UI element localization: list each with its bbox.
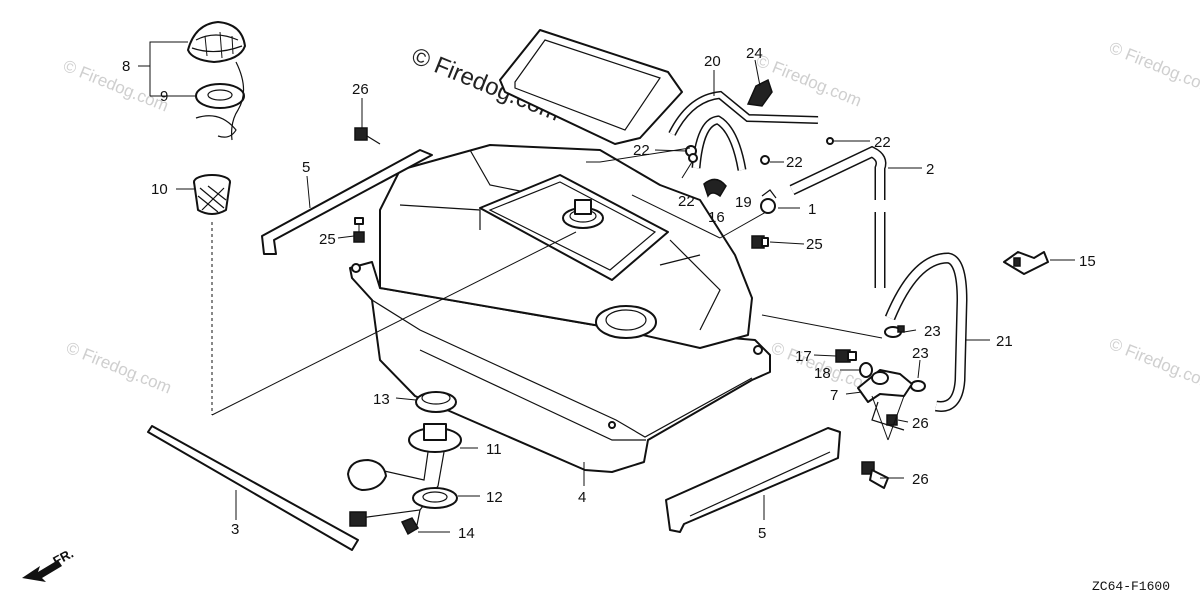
o-ring-18: [859, 362, 873, 378]
callout-5-lower: 5: [758, 525, 766, 542]
callout-14: 14: [458, 525, 475, 542]
watermark-faint: © Firedog.com: [754, 51, 865, 110]
callout-1: 1: [808, 201, 816, 218]
callout-24: 24: [746, 45, 763, 62]
callout-17: 17: [795, 348, 812, 365]
bolt-26-top: [354, 127, 381, 145]
bolt-25-right: [751, 235, 769, 249]
callout-7: 7: [830, 387, 838, 404]
tank-strip: [147, 425, 359, 551]
callout-23-b: 23: [912, 345, 929, 362]
callout-12: 12: [486, 489, 503, 506]
callout-11: 11: [486, 441, 502, 458]
fuel-tank: [349, 144, 771, 473]
watermark-faint: © Firedog.com: [64, 338, 175, 397]
clamps-22: [685, 137, 834, 165]
tank-vent-leader: [631, 194, 721, 239]
clip-24: [746, 78, 773, 107]
watermark-faint: © Firedog.com: [1107, 38, 1200, 97]
fuel-cock-leader: [871, 395, 889, 441]
holder-16: [703, 178, 727, 198]
fuel-tube-2: [789, 145, 887, 288]
callout-20: 20: [704, 53, 721, 70]
front-direction-arrow: FR.: [22, 546, 76, 582]
callout-19: 19: [735, 194, 752, 211]
callout-22-a: 22: [633, 142, 650, 159]
bolt-25-left: [353, 217, 365, 243]
clamp-1: [760, 189, 777, 214]
clip-15: [1003, 251, 1049, 275]
tank-band-lower: [665, 427, 841, 533]
callout-8: 8: [122, 58, 130, 75]
callout-22-d: 22: [874, 134, 891, 151]
breather-tube-20: [668, 90, 819, 136]
callout-16: 16: [708, 209, 725, 226]
joint-17: [835, 349, 857, 363]
packing-frame: [499, 29, 683, 145]
callout-3: 3: [231, 521, 239, 538]
bolt-26-bottom: [861, 461, 889, 489]
callout-21: 21: [996, 333, 1013, 350]
clamps-23: [884, 325, 926, 392]
watermark-faint: © Firedog.com: [61, 56, 172, 115]
vent-leader: [586, 147, 691, 163]
cap-gasket: [195, 61, 245, 141]
callout-26-lower: 26: [912, 415, 929, 432]
callout-15: 15: [1079, 253, 1096, 270]
filler-cap: [187, 21, 246, 63]
callout-25-left: 25: [319, 231, 336, 248]
callout-13: 13: [373, 391, 390, 408]
fuel-tube-21: [884, 252, 968, 412]
callout-labels: 8 9 10 5 25 26 24 20 22 22 22 22 16 19 1…: [122, 45, 1096, 542]
watermark-faint: © Firedog.com: [1107, 334, 1200, 393]
gauge-cap-13: [415, 391, 457, 413]
callout-23-a: 23: [924, 323, 941, 340]
bolt-26-lower: [886, 414, 898, 426]
fuel-cock-leader: [887, 395, 905, 441]
diagram-code: ZC64-F1600: [1092, 579, 1170, 594]
callout-5-upper: 5: [302, 159, 310, 176]
callout-leaders: [138, 41, 1075, 533]
callout-22-b: 22: [678, 193, 695, 210]
tank-outlet-leader: [761, 314, 883, 339]
callout-22-c: 22: [786, 154, 803, 171]
clip-14: [400, 517, 420, 536]
callout-2: 2: [926, 161, 934, 178]
gasket-12: [412, 487, 458, 509]
callout-9: 9: [160, 88, 168, 105]
breather-tube-19: [691, 115, 747, 171]
callout-25-right: 25: [806, 236, 823, 253]
tank-band-upper: [261, 149, 433, 255]
callout-18: 18: [814, 365, 831, 382]
callout-26-bottom: 26: [912, 471, 929, 488]
callout-4: 4: [578, 489, 586, 506]
strainer-guide-line: [211, 231, 577, 416]
callout-26-top: 26: [352, 81, 369, 98]
callout-10: 10: [151, 181, 168, 198]
fuel-strainer: [193, 174, 231, 215]
tank-vent-leader: [719, 211, 767, 239]
fuel-gauge-11: [347, 423, 462, 531]
